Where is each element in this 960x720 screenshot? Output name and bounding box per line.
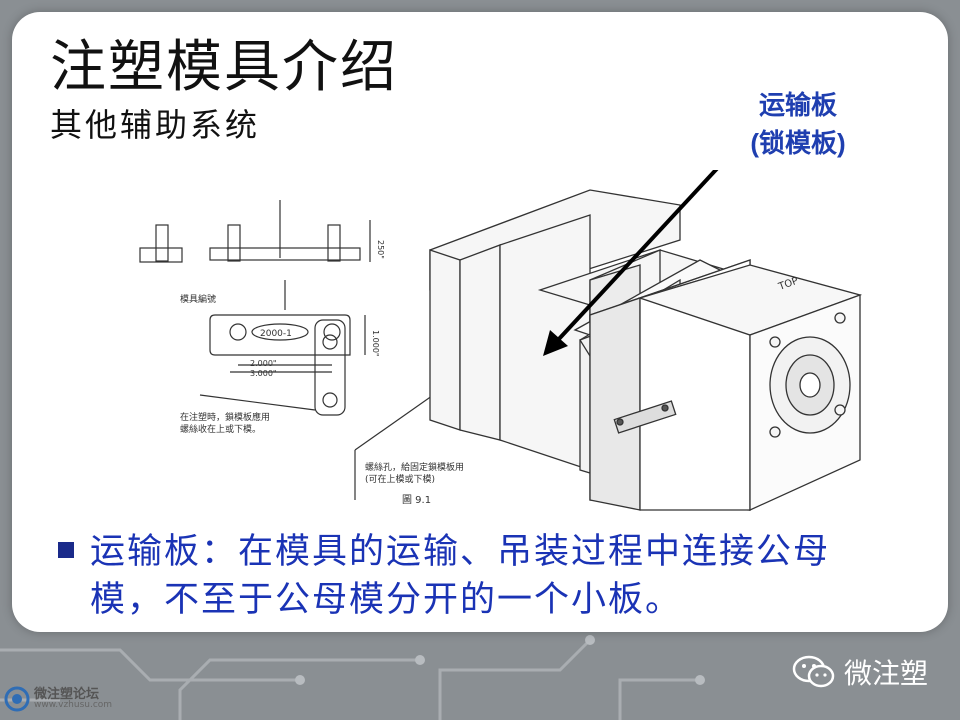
callout-line-2: (锁模板) [750, 128, 846, 158]
label-note-1a: 在注塑時，鎖模板應用 [180, 411, 270, 423]
brand-logo: 微注塑论坛 www.vzhusu.com [4, 683, 134, 715]
callout-label: 运输板 (锁模板) [738, 86, 858, 162]
brand-url: www.vzhusu.com [34, 700, 113, 710]
label-dim-v2: 1.000" [371, 330, 380, 357]
label-note-1b: 螺絲收在上或下模。 [180, 423, 261, 435]
label-figure: 圖 9.1 [402, 494, 431, 506]
bullet-text: 运输板：在模具的运输、吊装过程中连接公母模，不至于公母模分开的一个小板。 [90, 532, 831, 620]
mold-isometric [429, 189, 863, 512]
bullet-square-icon [58, 542, 74, 558]
watermark: 微注塑 [792, 652, 928, 692]
label-note-2b: (可在上模或下模) [365, 473, 435, 485]
slide-subtitle: 其他辅助系统 [50, 106, 261, 144]
watermark-text: 微注塑 [843, 657, 928, 690]
label-mold-number: 模具編號 [180, 293, 216, 305]
label-dim-a: 2.000" [250, 359, 277, 368]
callout-line-1: 运输板 [758, 90, 837, 120]
wechat-icon [792, 655, 835, 688]
brand-name: 微注塑论坛 [34, 687, 100, 702]
label-dim-v1: 250" [376, 240, 385, 259]
slide-title: 注塑模具介绍 [50, 35, 398, 100]
label-dim-b: 3.000" [250, 369, 277, 378]
label-id: 2000-1 [260, 329, 292, 339]
mold-technical-drawing: 模具編號 2000-1 2.000" 3.000" 在注塑時，鎖模板應用 螺絲收… [139, 170, 863, 512]
brand-logo-icon [4, 686, 30, 712]
callout-arrow [543, 170, 719, 356]
label-note-2a: 螺絲孔，給固定鎖模板用 [365, 461, 464, 473]
